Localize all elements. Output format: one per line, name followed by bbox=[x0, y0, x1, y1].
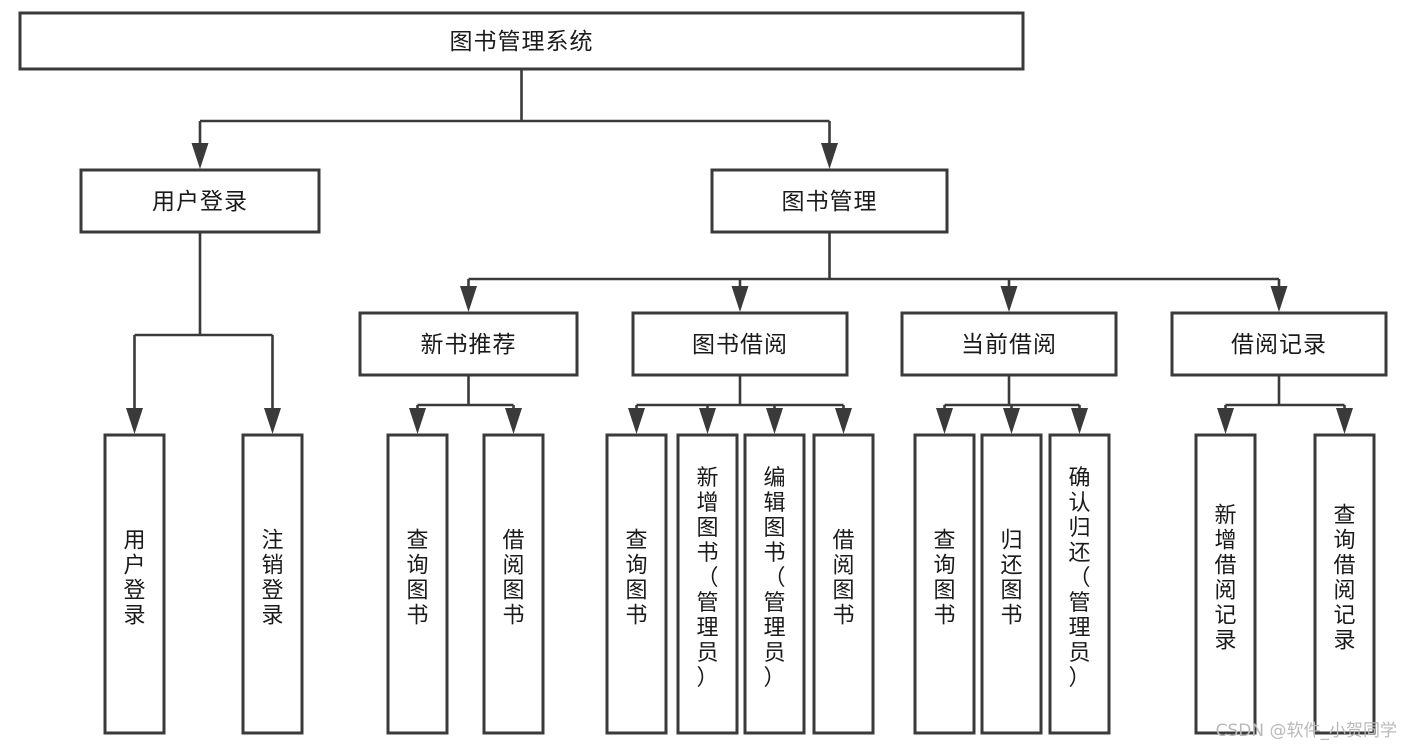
node-box-leaf-query-book-2[interactable] bbox=[605, 433, 668, 735]
node-label-leaf-confirm-return: 确认归还（管理员） bbox=[1068, 466, 1090, 691]
node-label-leaf-query-book-3: 查询图书 bbox=[933, 529, 955, 629]
node-label-leaf-borrow-book-1: 借阅图书 bbox=[502, 529, 524, 629]
node-label-root: 图书管理系统 bbox=[450, 29, 594, 55]
connector-group-root bbox=[191, 69, 838, 169]
node-box-leaf-query-record[interactable] bbox=[1313, 433, 1376, 735]
node-box-new-book-recommend[interactable] bbox=[358, 311, 579, 377]
connector-group-book-borrow bbox=[628, 375, 852, 434]
connector-group-new-book-recommend bbox=[409, 375, 522, 434]
node-box-leaf-return-book[interactable] bbox=[980, 433, 1043, 735]
node-box-leaf-add-record[interactable] bbox=[1194, 433, 1257, 735]
node-label-leaf-user-login: 用户登录 bbox=[123, 529, 145, 629]
connector-group-borrow-record bbox=[1217, 375, 1353, 434]
node-label-leaf-add-book: 新增图书（管理员） bbox=[696, 466, 718, 691]
node-label-new-book-recommend: 新书推荐 bbox=[421, 332, 517, 358]
node-leaf-add-book[interactable]: 新增图书（管理员） bbox=[676, 433, 739, 735]
node-box-leaf-borrow-book-1[interactable] bbox=[482, 433, 545, 735]
node-box-borrow-record[interactable] bbox=[1170, 311, 1388, 377]
node-label-leaf-edit-book: 编辑图书（管理员） bbox=[763, 466, 785, 691]
node-leaf-logout[interactable]: 注销登录 bbox=[241, 433, 304, 735]
node-label-current-borrow: 当前借阅 bbox=[961, 332, 1057, 358]
node-label-leaf-query-book-2: 查询图书 bbox=[625, 529, 647, 629]
node-label-leaf-logout: 注销登录 bbox=[261, 529, 283, 629]
node-label-user-login: 用户登录 bbox=[152, 189, 248, 215]
node-label-leaf-query-book-1: 查询图书 bbox=[406, 529, 428, 629]
node-label-borrow-record: 借阅记录 bbox=[1231, 332, 1327, 358]
node-label-leaf-borrow-book-2: 借阅图书 bbox=[832, 529, 854, 629]
node-box-book-borrow[interactable] bbox=[631, 311, 849, 377]
connector-group-book-manage bbox=[460, 232, 1288, 312]
node-label-leaf-add-record: 新增借阅记录 bbox=[1214, 504, 1236, 654]
node-box-leaf-query-book-3[interactable] bbox=[913, 433, 976, 735]
connector-group-current-borrow bbox=[936, 375, 1088, 434]
node-label-leaf-query-record: 查询借阅记录 bbox=[1333, 504, 1355, 654]
node-borrow-record[interactable]: 借阅记录 bbox=[1170, 311, 1388, 377]
node-leaf-query-book-3[interactable]: 查询图书 bbox=[913, 433, 976, 735]
node-user-login[interactable]: 用户登录 bbox=[79, 168, 321, 234]
node-book-borrow[interactable]: 图书借阅 bbox=[631, 311, 849, 377]
node-box-current-borrow[interactable] bbox=[900, 311, 1118, 377]
node-box-leaf-confirm-return[interactable] bbox=[1048, 433, 1111, 735]
node-current-borrow[interactable]: 当前借阅 bbox=[900, 311, 1118, 377]
node-leaf-return-book[interactable]: 归还图书 bbox=[980, 433, 1043, 735]
node-leaf-confirm-return[interactable]: 确认归还（管理员） bbox=[1048, 433, 1111, 735]
node-leaf-borrow-book-2[interactable]: 借阅图书 bbox=[812, 433, 875, 735]
node-leaf-add-record[interactable]: 新增借阅记录 bbox=[1194, 433, 1257, 735]
node-leaf-query-book-2[interactable]: 查询图书 bbox=[605, 433, 668, 735]
node-box-book-manage[interactable] bbox=[710, 168, 949, 234]
node-box-leaf-borrow-book-2[interactable] bbox=[812, 433, 875, 735]
node-leaf-user-login[interactable]: 用户登录 bbox=[103, 433, 166, 735]
connector-layer bbox=[126, 69, 1353, 434]
node-box-leaf-add-book[interactable] bbox=[676, 433, 739, 735]
node-box-leaf-edit-book[interactable] bbox=[743, 433, 806, 735]
node-new-book-recommend[interactable]: 新书推荐 bbox=[358, 311, 579, 377]
node-label-book-manage: 图书管理 bbox=[782, 189, 878, 215]
node-book-manage[interactable]: 图书管理 bbox=[710, 168, 949, 234]
node-box-leaf-query-book-1[interactable] bbox=[386, 433, 449, 735]
node-box-leaf-logout[interactable] bbox=[241, 433, 304, 735]
node-root[interactable]: 图书管理系统 bbox=[18, 11, 1025, 71]
node-label-book-borrow: 图书借阅 bbox=[692, 332, 788, 358]
node-leaf-query-record[interactable]: 查询借阅记录 bbox=[1313, 433, 1376, 735]
node-box-leaf-user-login[interactable] bbox=[103, 433, 166, 735]
node-leaf-borrow-book-1[interactable]: 借阅图书 bbox=[482, 433, 545, 735]
node-box-user-login[interactable] bbox=[79, 168, 321, 234]
node-label-leaf-return-book: 归还图书 bbox=[1000, 529, 1022, 629]
connector-group-user-login bbox=[126, 232, 281, 434]
node-box-root[interactable] bbox=[18, 11, 1025, 71]
node-leaf-query-book-1[interactable]: 查询图书 bbox=[386, 433, 449, 735]
node-layer: 图书管理系统用户登录图书管理新书推荐图书借阅当前借阅借阅记录用户登录注销登录查询… bbox=[18, 11, 1388, 735]
node-leaf-edit-book[interactable]: 编辑图书（管理员） bbox=[743, 433, 806, 735]
